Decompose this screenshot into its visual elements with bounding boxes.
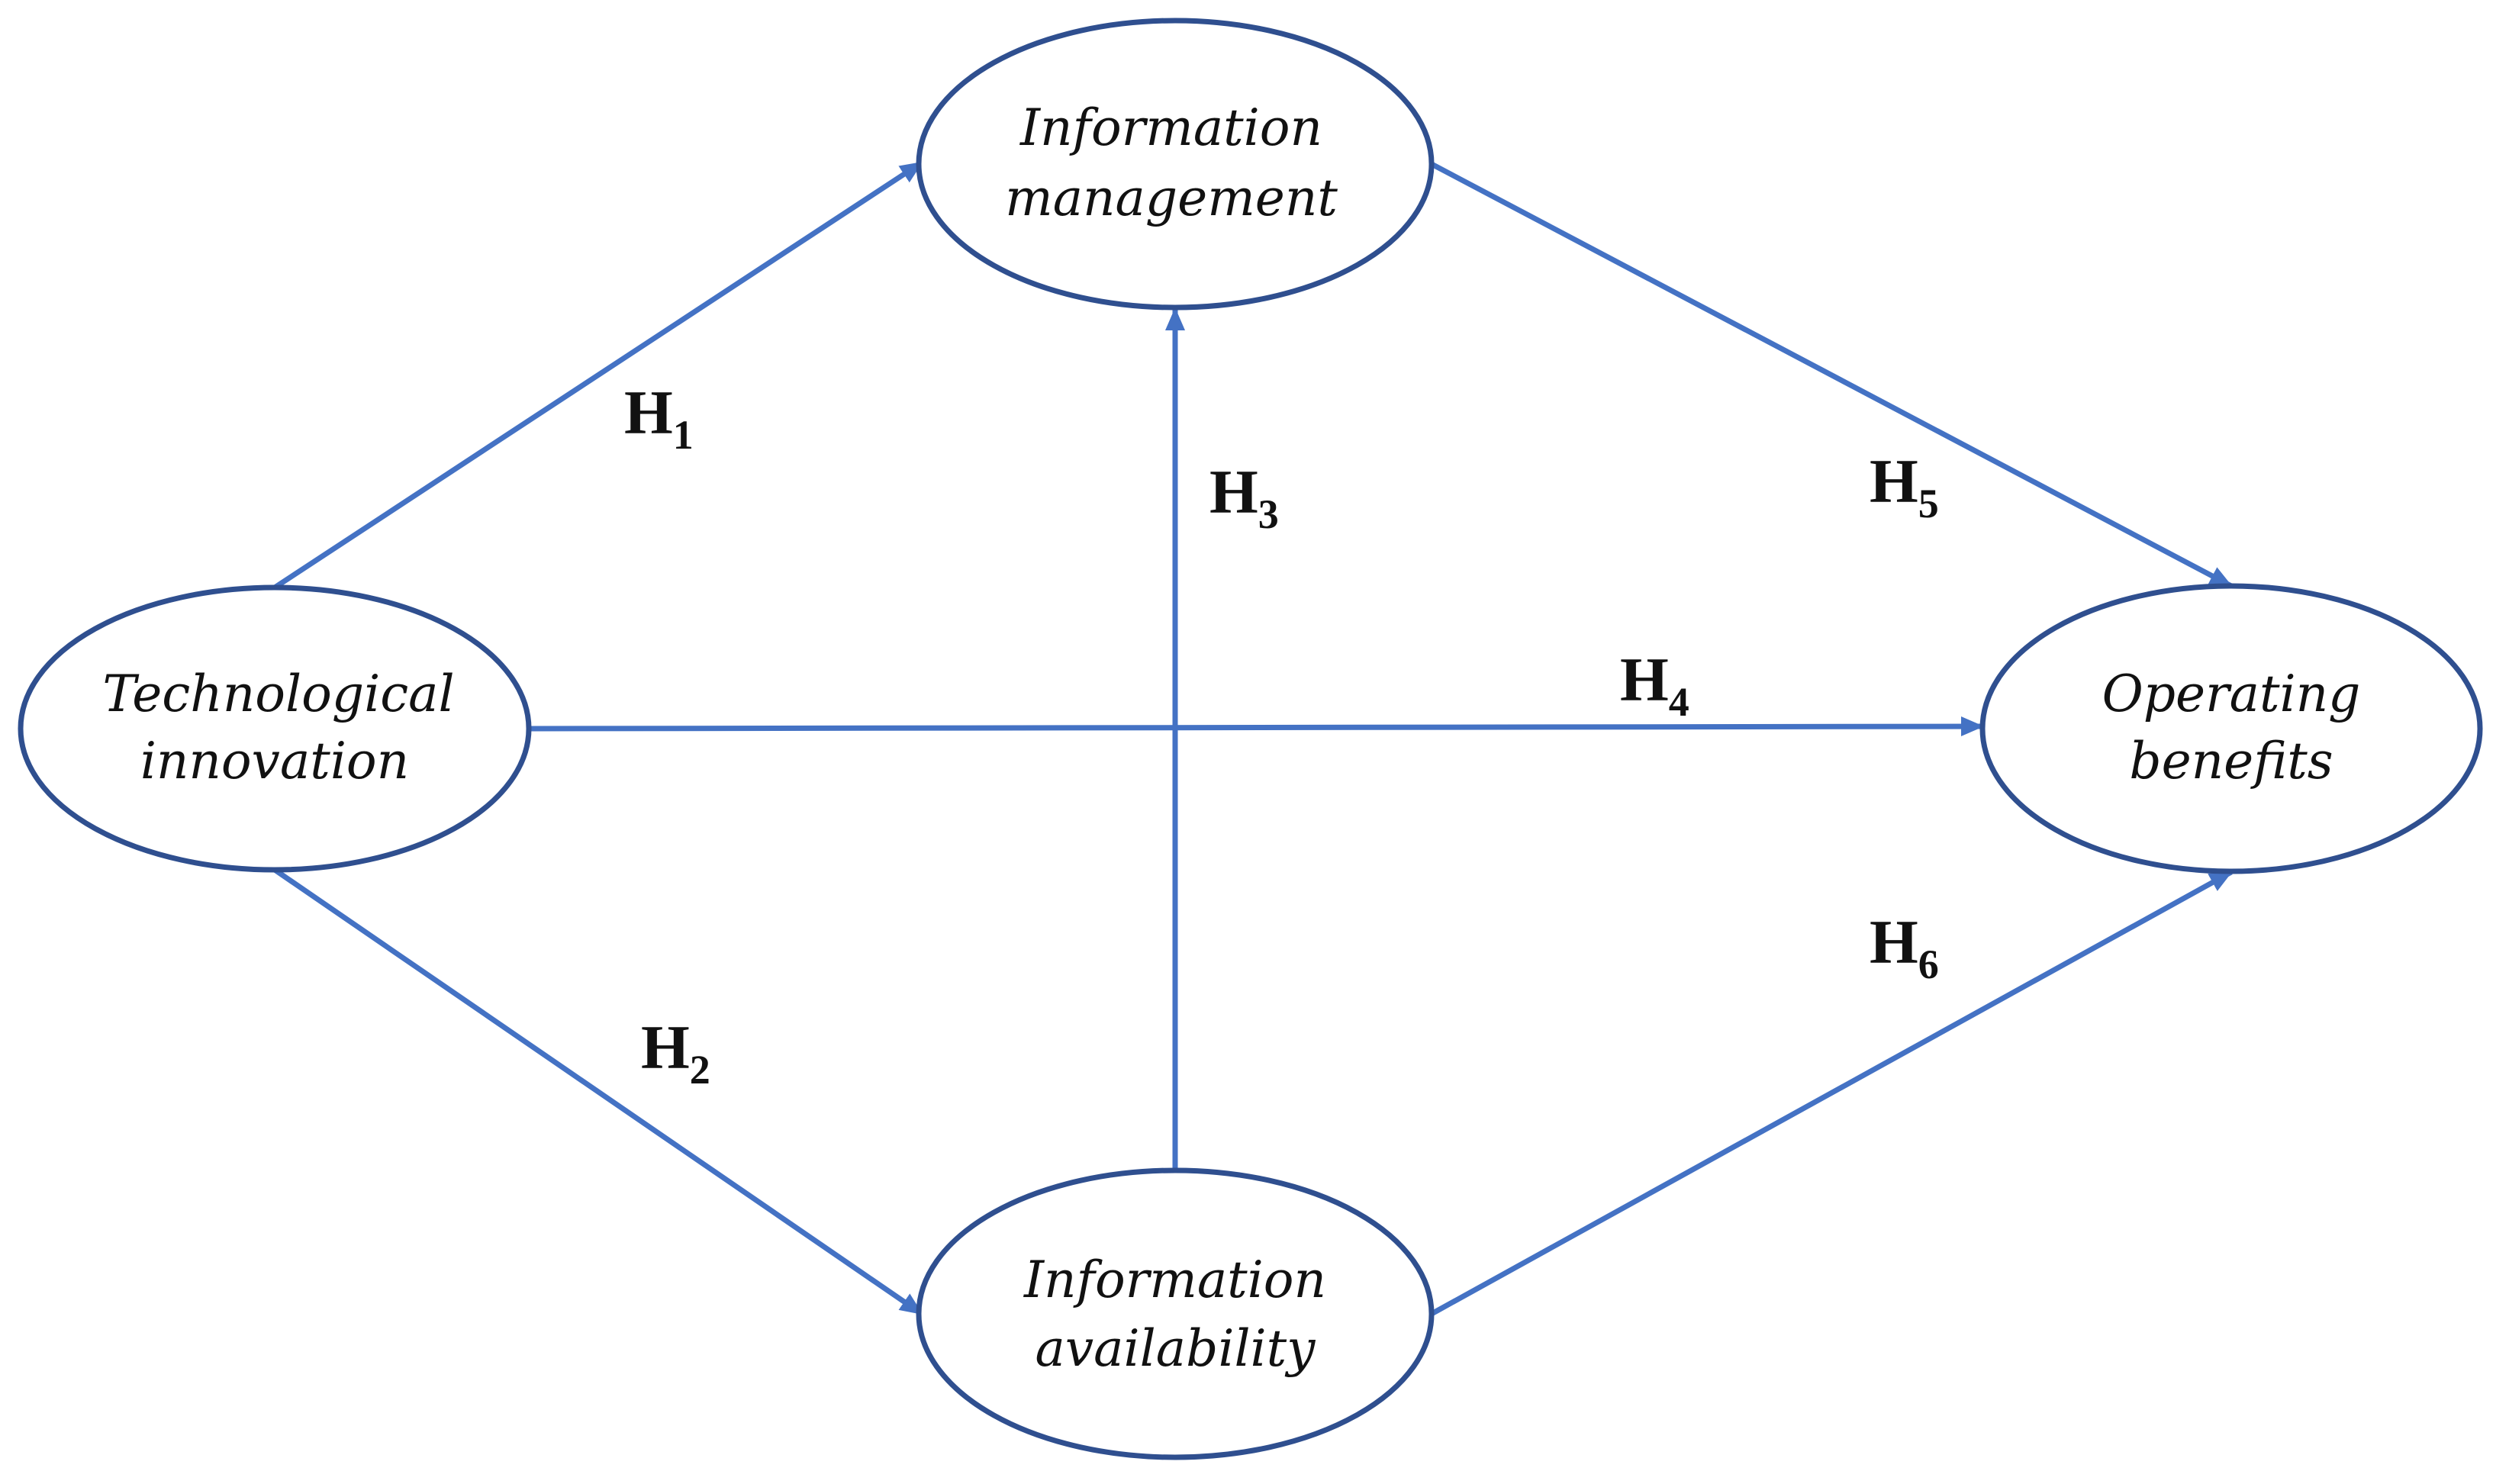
hypothesis-letter: H <box>1620 645 1669 714</box>
node-label-line2: benefits <box>2129 732 2333 790</box>
node-ellipse <box>916 1167 1435 1460</box>
hypothesis-letter: H <box>641 1012 690 1082</box>
hypothesis-letter: H <box>624 378 673 447</box>
edge-h4-arrow <box>528 716 1984 737</box>
hypothesis-label-h4: H4 <box>1620 645 1689 725</box>
hypothesis-label-h2: H2 <box>641 1012 710 1093</box>
edge-h5-arrow <box>1430 161 2233 589</box>
edge-h6-arrow <box>1430 869 2233 1317</box>
node-label-line1: Technological <box>102 665 454 723</box>
node-label-line1: Information <box>1023 1251 1326 1309</box>
node-label-line1: Information <box>1019 98 1322 157</box>
node-label-line2: management <box>1005 169 1338 227</box>
node-ellipse <box>916 18 1435 311</box>
node-information-management: Information management <box>916 18 1435 311</box>
edges <box>273 160 2233 1317</box>
hypothesis-letter: H <box>1209 457 1258 526</box>
edge-h2-arrow <box>273 868 923 1316</box>
node-label-line2: innovation <box>140 732 409 790</box>
hypothesis-letter: H <box>1870 446 1918 516</box>
hypothesis-label-h6: H6 <box>1870 907 1939 987</box>
node-operating-benefits: Operating benefits <box>1979 583 2483 874</box>
hypothesis-number: 4 <box>1669 679 1689 725</box>
hypothesis-number: 6 <box>1918 942 1939 987</box>
hypothesis-label-h5: H5 <box>1870 446 1939 526</box>
hypothesis-label-h3: H3 <box>1209 457 1279 537</box>
node-technological-innovation: Technological innovation <box>18 584 532 873</box>
edge-h1-arrow <box>273 160 923 590</box>
node-information-availability: Information availability <box>916 1167 1435 1460</box>
node-ellipse <box>1979 583 2483 874</box>
node-ellipse <box>18 584 532 873</box>
hypothesis-number: 3 <box>1258 491 1279 537</box>
hypothesis-number: 5 <box>1918 481 1939 526</box>
hypothesis-label-h1: H1 <box>624 378 694 458</box>
hypothesis-number: 1 <box>673 412 694 458</box>
node-label-line2: availability <box>1035 1319 1316 1378</box>
node-label-line1: Operating <box>2102 665 2361 723</box>
hypothesis-letter: H <box>1870 907 1918 977</box>
hypothesis-number: 2 <box>690 1047 710 1093</box>
